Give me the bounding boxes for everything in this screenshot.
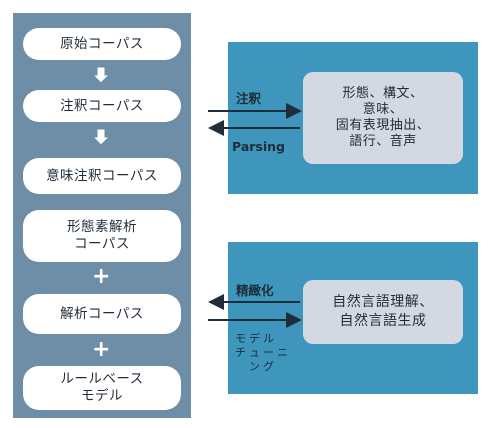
plus-icon: + [92, 337, 111, 362]
pipeline-step-morph-corpus: 形態素解析 コーパス [23, 210, 181, 262]
down-arrow-icon [92, 128, 110, 146]
pipeline-step-rule-model: ルールベース モデル [23, 366, 181, 410]
task-line: 意味、 [362, 102, 404, 117]
annotation-task-box: 形態、構文、 意味、 固有表現抽出、 語行、音声 [303, 72, 463, 164]
down-arrow-icon [92, 66, 110, 84]
pipeline-step-raw-corpus: 原始コーパス [23, 28, 181, 60]
task-line: 固有表現抽出、 [335, 118, 431, 133]
tuning-label-line: チューニ [235, 346, 291, 359]
pipeline-step-annotated-corpus: 注釈コーパス [23, 90, 181, 122]
pipeline-step-parsed-corpus: 解析コーパス [23, 294, 181, 334]
plus-icon: + [92, 264, 111, 289]
nlp-line: 自然言語理解、 [332, 294, 434, 310]
tuning-label: モデル チューニ ング [235, 332, 291, 374]
task-line: 形態、構文、 [342, 86, 424, 101]
pipeline-step-semantic-corpus: 意味注釈コーパス [23, 158, 181, 194]
tuning-label-line: ング [249, 360, 277, 373]
nlp-line: 自然言語生成 [339, 313, 427, 329]
nlp-task-box: 自然言語理解、 自然言語生成 [303, 280, 463, 344]
tuning-label-line: モデル [235, 332, 277, 345]
task-line: 語行、音声 [349, 134, 417, 149]
annotate-label: 注釈 [236, 91, 262, 106]
parsing-label: Parsing [232, 139, 285, 154]
refine-label: 精緻化 [236, 283, 274, 298]
